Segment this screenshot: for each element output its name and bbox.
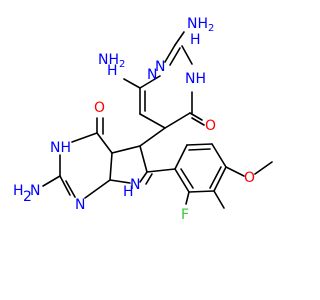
ring-nh-label: NH (185, 71, 206, 87)
ring-nitrogen-bottom-label: N (75, 197, 85, 213)
bond (189, 112, 203, 121)
bond (65, 180, 76, 198)
carbonyl-oxygen-top: O (205, 118, 216, 134)
bond (139, 75, 161, 89)
amine-h-bottom: H (13, 183, 24, 199)
amine-label-mid: NH2 (98, 52, 125, 70)
bond (211, 143, 227, 168)
bond (123, 78, 141, 89)
bond (109, 179, 131, 184)
amine-h-top: H (190, 32, 201, 48)
bond (84, 179, 111, 199)
bond (213, 190, 225, 209)
amine-h-mid: H (107, 63, 118, 79)
bond (145, 173, 153, 185)
bond (96, 132, 113, 154)
bond (169, 47, 181, 66)
bonds (42, 31, 273, 209)
methoxy-oxygen-label: O (244, 170, 255, 186)
bond (164, 112, 191, 129)
bond (139, 145, 148, 173)
bond (180, 168, 194, 189)
bond (188, 190, 215, 193)
bond (139, 171, 148, 183)
bond (225, 166, 245, 177)
bond (213, 166, 227, 192)
bond (109, 152, 113, 181)
ring-nh-left-label: NH (50, 140, 71, 156)
bond (174, 144, 188, 170)
bond (186, 143, 213, 146)
bond (111, 145, 141, 154)
bond (174, 168, 190, 193)
amine-n-bottom: N (30, 183, 40, 199)
fluorine-label: F (181, 207, 189, 223)
bond (59, 175, 71, 196)
bond (181, 45, 193, 65)
bond (146, 168, 176, 173)
bond (42, 175, 61, 187)
ring-nitrogen-lower-label: N (147, 67, 157, 83)
bond (139, 127, 166, 147)
bond (71, 132, 98, 143)
pyrrole-h-label: H (123, 184, 134, 200)
bond (139, 113, 166, 129)
amine-sub-bottom: 2 (23, 189, 32, 205)
amine-label-top: NH2 (187, 16, 214, 34)
carbonyl-oxygen-left: O (94, 100, 105, 116)
ring-nitrogen-label: N (155, 59, 165, 75)
molecule-structure: NH2 H N NH NH2 H N O O NH H 2 N N N H F … (13, 16, 273, 223)
bond (191, 117, 205, 126)
bond (174, 31, 185, 46)
bond (185, 191, 190, 205)
atom-labels: NH2 H N NH NH2 H N O O NH H 2 N N N H F … (13, 16, 255, 223)
pyrrole-nitrogen-label: N (130, 177, 140, 193)
bond (164, 44, 176, 63)
bond (254, 161, 273, 175)
bond (188, 148, 211, 151)
bond (209, 166, 222, 189)
